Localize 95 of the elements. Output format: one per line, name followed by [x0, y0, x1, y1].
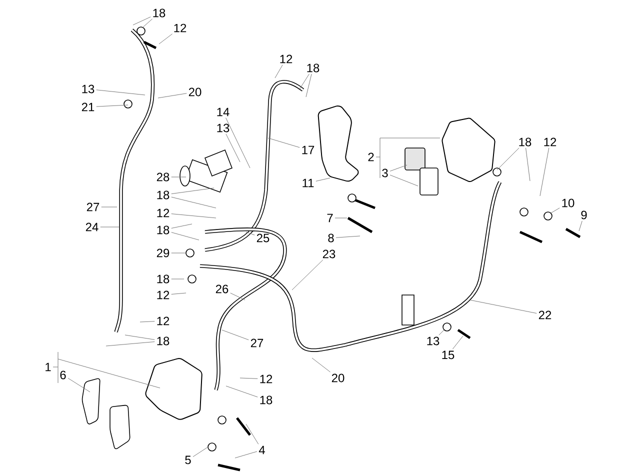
leader-line — [171, 214, 216, 218]
callout-number: 7 — [327, 214, 333, 222]
leader-line — [390, 174, 418, 186]
callout-number: 1 — [46, 362, 51, 372]
leader-line — [142, 18, 153, 28]
callout-number: 25 — [256, 234, 270, 242]
callout-number: 17 — [302, 146, 314, 154]
callout-number: 18 — [157, 336, 170, 346]
callout-number: 18 — [157, 190, 170, 200]
leader-line — [312, 358, 331, 372]
leader-line — [132, 16, 151, 26]
callout-number: 18 — [307, 64, 320, 72]
callout-number: 4 — [258, 446, 265, 454]
callout-number: 24 — [86, 222, 98, 232]
leader-line — [316, 178, 330, 182]
callout-number: 5 — [185, 456, 191, 464]
callout-number: 27 — [250, 338, 264, 348]
leader-line — [578, 220, 582, 232]
leader-line — [234, 451, 258, 458]
callout-number: 20 — [188, 88, 202, 96]
leader-line — [390, 164, 408, 172]
leader-line — [226, 386, 258, 398]
callout-number: 13 — [217, 124, 230, 132]
leader-line — [550, 208, 560, 214]
callout-number: 22 — [538, 310, 552, 320]
callout-number: 9 — [581, 210, 587, 220]
callout-number: 10 — [562, 198, 574, 208]
leader-line — [246, 424, 259, 444]
leader-line — [222, 330, 249, 340]
callout-number: 12 — [260, 374, 272, 384]
callout-number: 12 — [157, 290, 170, 300]
leader-line — [96, 104, 128, 107]
leader-line — [124, 334, 155, 340]
callout-number: 20 — [332, 374, 344, 382]
callout-number: 13 — [427, 336, 440, 346]
leader-line — [96, 90, 146, 96]
leader-line — [452, 336, 464, 350]
leader-line — [192, 446, 208, 457]
leader-line — [526, 148, 530, 182]
leader-line — [470, 300, 537, 314]
leader-line — [306, 74, 312, 98]
callout-number: 3 — [382, 168, 388, 178]
leader-line — [68, 378, 90, 392]
callout-number: 2 — [368, 152, 374, 162]
callout-number: 26 — [216, 284, 228, 294]
leader-line — [171, 232, 200, 240]
leader-line — [230, 292, 246, 300]
leader-line — [100, 226, 120, 228]
leader-line — [298, 74, 310, 90]
leader-line — [101, 206, 118, 208]
leader-line — [158, 34, 173, 44]
leader-line — [171, 176, 186, 178]
leader-line — [171, 278, 184, 280]
callout-number: 14 — [217, 108, 230, 116]
leader-line — [171, 188, 214, 194]
leader-line — [240, 378, 258, 379]
callout-number: 27 — [86, 202, 100, 212]
callout-number: 12 — [544, 138, 556, 146]
callout-number: 18 — [157, 226, 170, 234]
callout-number: 8 — [328, 234, 334, 242]
leader-line — [274, 64, 283, 78]
callout-number: 12 — [157, 208, 170, 218]
callout-number: 6 — [60, 370, 66, 380]
callout-number: 15 — [442, 350, 454, 360]
leader-line — [268, 138, 300, 148]
leader-line — [140, 321, 155, 322]
callout-number: 12 — [280, 54, 292, 64]
callout-number: 18 — [519, 138, 532, 146]
leader-line — [246, 232, 255, 236]
callout-number: 13 — [82, 84, 94, 94]
leader-line — [226, 134, 240, 162]
leader-line — [171, 196, 216, 208]
leader-line — [438, 330, 444, 336]
callout-number: 23 — [322, 250, 336, 258]
leader-line — [226, 118, 250, 168]
leader-line — [171, 252, 186, 254]
leader-line — [336, 236, 360, 238]
callout-number: 28 — [156, 172, 170, 182]
callout-number: 18 — [157, 274, 170, 284]
leader-line — [540, 148, 550, 196]
leader-line — [496, 148, 520, 170]
callout-number: 12 — [174, 24, 186, 32]
leader-line — [376, 138, 440, 178]
leader-line — [106, 341, 155, 346]
callout-number: 29 — [156, 248, 170, 258]
callout-number: 21 — [82, 102, 94, 112]
leader-line — [52, 352, 160, 388]
callout-number: 18 — [260, 396, 272, 404]
callout-number: 18 — [153, 8, 166, 18]
callout-number: 12 — [157, 316, 170, 326]
leader-line — [171, 292, 186, 295]
leader-line — [292, 260, 324, 290]
leader-line — [171, 224, 192, 229]
leader-line — [158, 93, 187, 98]
callout-number: 11 — [302, 178, 314, 188]
